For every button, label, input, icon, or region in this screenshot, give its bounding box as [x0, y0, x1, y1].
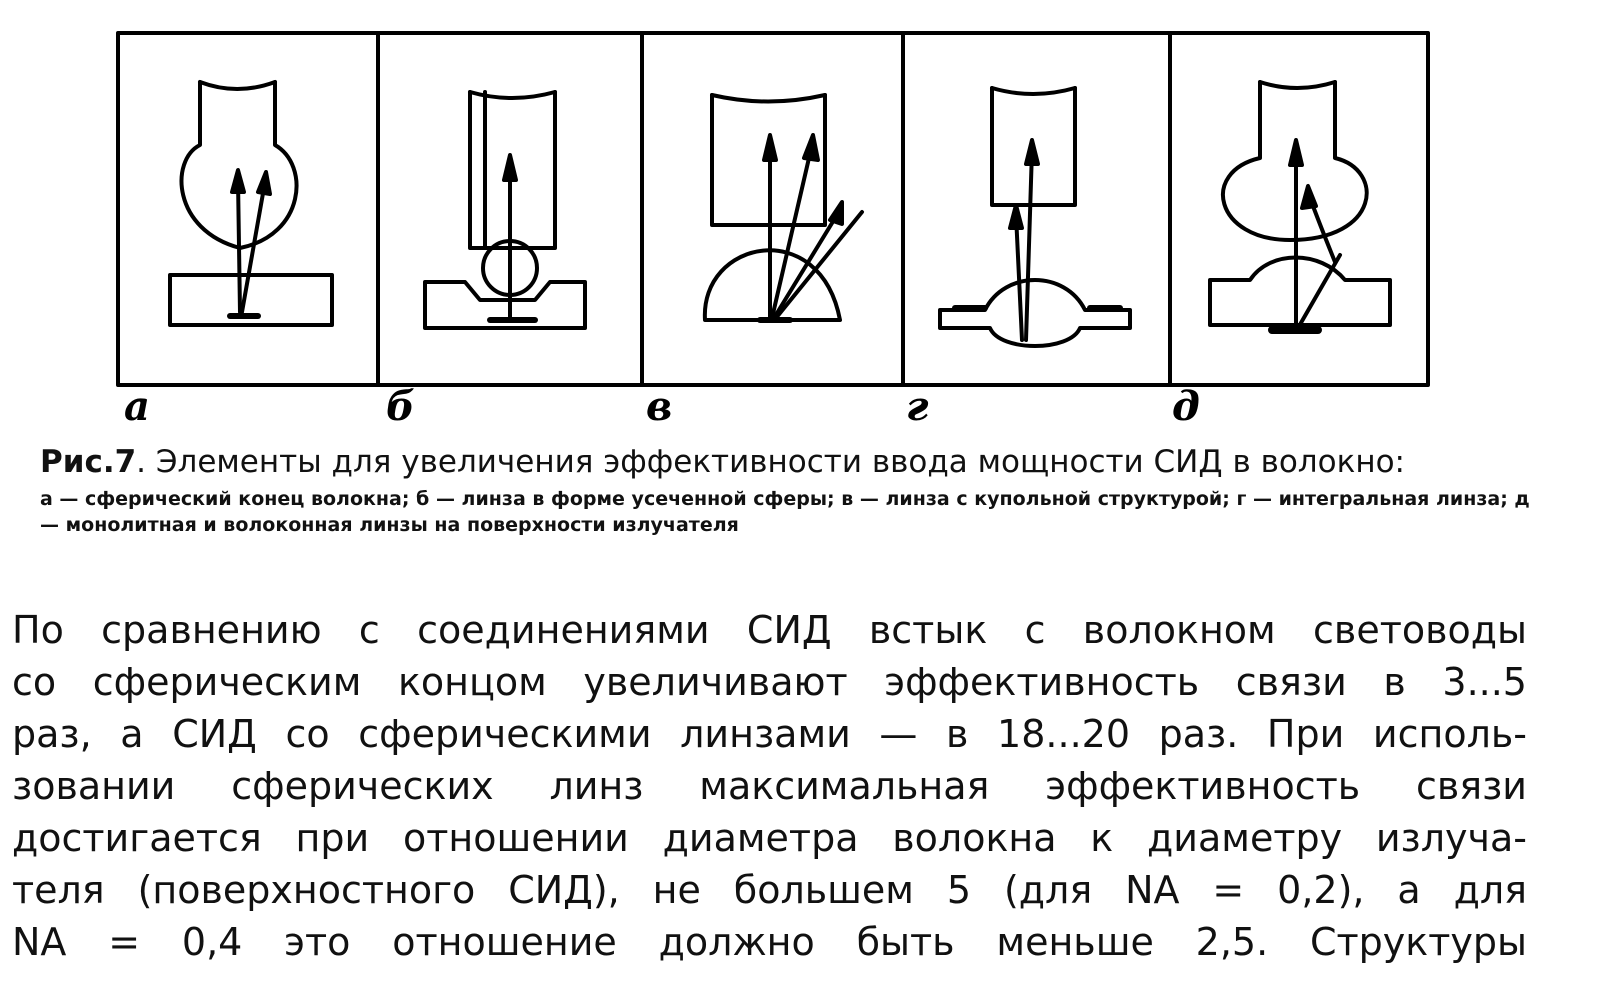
body-line: достигается при отношении диаметра волок… [12, 816, 1527, 860]
figure-illustration: а б в г д [116, 31, 1430, 430]
body-line: со сферическим концом увеличивают эффект… [12, 660, 1527, 704]
body-line: зовании сферических линз максимальная эф… [12, 764, 1527, 808]
caption-title-text: . Элементы для увеличения эффективности … [136, 444, 1405, 480]
caption-title: Рис.7. Элементы для увеличения эффективн… [40, 444, 1530, 480]
caption-figure-number: Рис.7 [40, 444, 137, 480]
figure-frame [116, 31, 1430, 387]
panel-label-v: в [646, 383, 672, 430]
body-line: По сравнению с соединениями СИД встык с … [12, 608, 1527, 652]
panel-label-a: а [124, 383, 150, 430]
panel-a-diagram [168, 80, 334, 327]
body-line: раз, а СИД со сферическими линзами — в 1… [12, 712, 1527, 756]
panel-label-g: г [906, 383, 929, 430]
panel-label-b: б [386, 383, 415, 430]
body-line: NA = 0,4 это отношение должно быть меньш… [12, 920, 1527, 964]
caption-legend: а — сферический конец волокна; б — линза… [40, 488, 1530, 536]
body-line: теля (поверхностного СИД), не большем 5 … [12, 868, 1527, 912]
panel-v-diagram [702, 93, 864, 323]
panel-label-d: д [1172, 383, 1200, 430]
panel-d-diagram [1208, 80, 1392, 334]
panel-b-diagram [423, 90, 587, 330]
figure-caption: Рис.7. Элементы для увеличения эффективн… [40, 444, 1530, 538]
body-paragraph: По сравнению с соединениями СИД встык с … [12, 604, 1527, 968]
panel-g-diagram [938, 86, 1132, 348]
